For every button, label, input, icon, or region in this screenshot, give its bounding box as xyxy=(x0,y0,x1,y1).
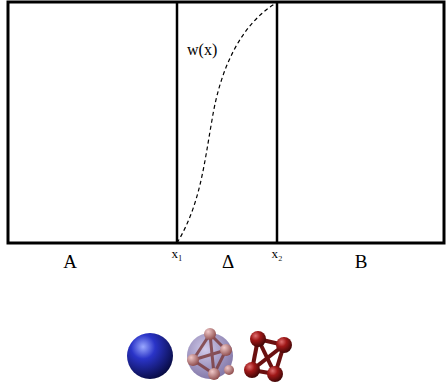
region-b: B xyxy=(277,2,444,243)
region-a: A xyxy=(8,2,177,243)
atom-sphere xyxy=(127,333,173,379)
coordinate-label: x₂ xyxy=(271,246,282,262)
region-label: A xyxy=(63,251,77,273)
function-label: w(x) xyxy=(187,41,217,59)
atomistic-molecule xyxy=(244,331,292,382)
region-delta: Δ xyxy=(177,2,277,243)
coordinate-label: x₁ xyxy=(171,246,182,262)
boundary-line xyxy=(176,2,179,243)
region-label: B xyxy=(355,251,368,273)
region-label: Δ xyxy=(222,251,234,273)
boundary-line xyxy=(276,2,279,243)
coarse-molecule xyxy=(187,328,234,380)
outer-box xyxy=(8,2,444,243)
weight-curve xyxy=(177,3,276,243)
